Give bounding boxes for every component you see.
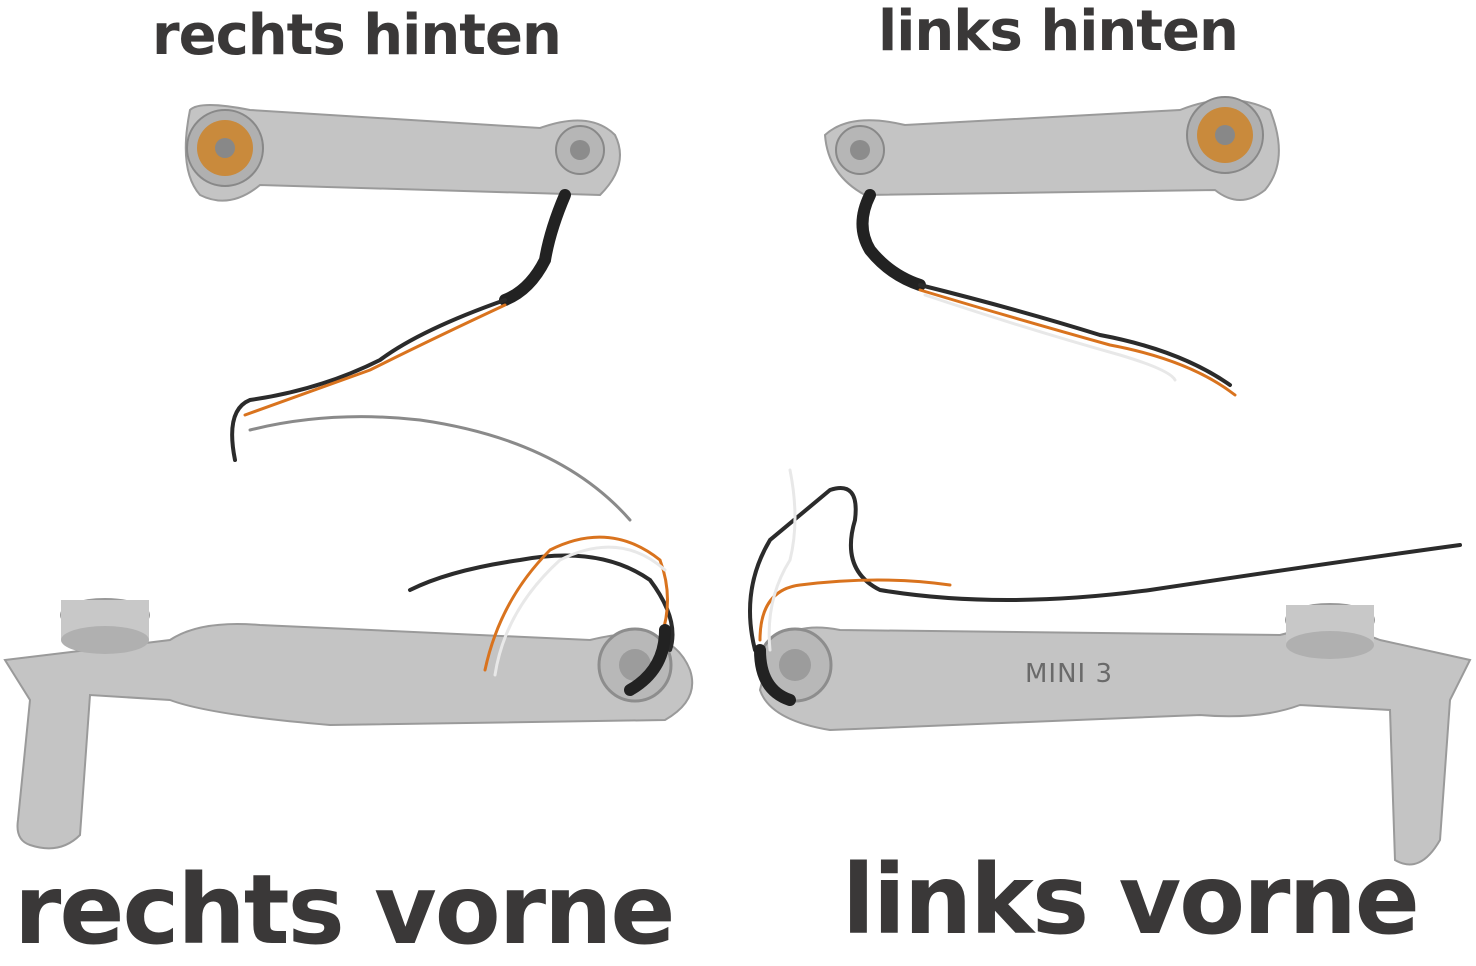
label-rear-left: links hinten (878, 0, 1239, 64)
front-left-wire-white (767, 468, 797, 652)
rear-right-wire-black (230, 298, 507, 462)
rear-left-arm (823, 96, 1280, 201)
label-front-left: links vorne (842, 844, 1420, 956)
rear-right-arm (184, 104, 621, 202)
front-right-cable (624, 624, 671, 696)
rear-right-wire-orange (243, 303, 507, 417)
rear-left-wire-white (923, 293, 1177, 382)
front-right-wire-orange (483, 535, 669, 672)
front-right-arm (3, 598, 694, 850)
rear-right-wire-grey (248, 415, 632, 522)
front-right-wire-white (493, 545, 667, 677)
front-left-wire-black (748, 486, 1462, 652)
rear-left-wire-black (918, 283, 1232, 387)
label-front-right: rechts vorne (14, 854, 675, 966)
rear-left-cable (856, 189, 926, 291)
label-rear-right: rechts hinten (152, 3, 562, 68)
rear-left-wire-orange (918, 288, 1237, 397)
front-left-wire-orange (758, 578, 952, 642)
arm-branding: MINI 3 (1025, 659, 1113, 689)
front-left-arm: MINI 3 (757, 603, 1472, 866)
rear-right-cable (499, 189, 571, 306)
front-left-cable (754, 644, 796, 706)
